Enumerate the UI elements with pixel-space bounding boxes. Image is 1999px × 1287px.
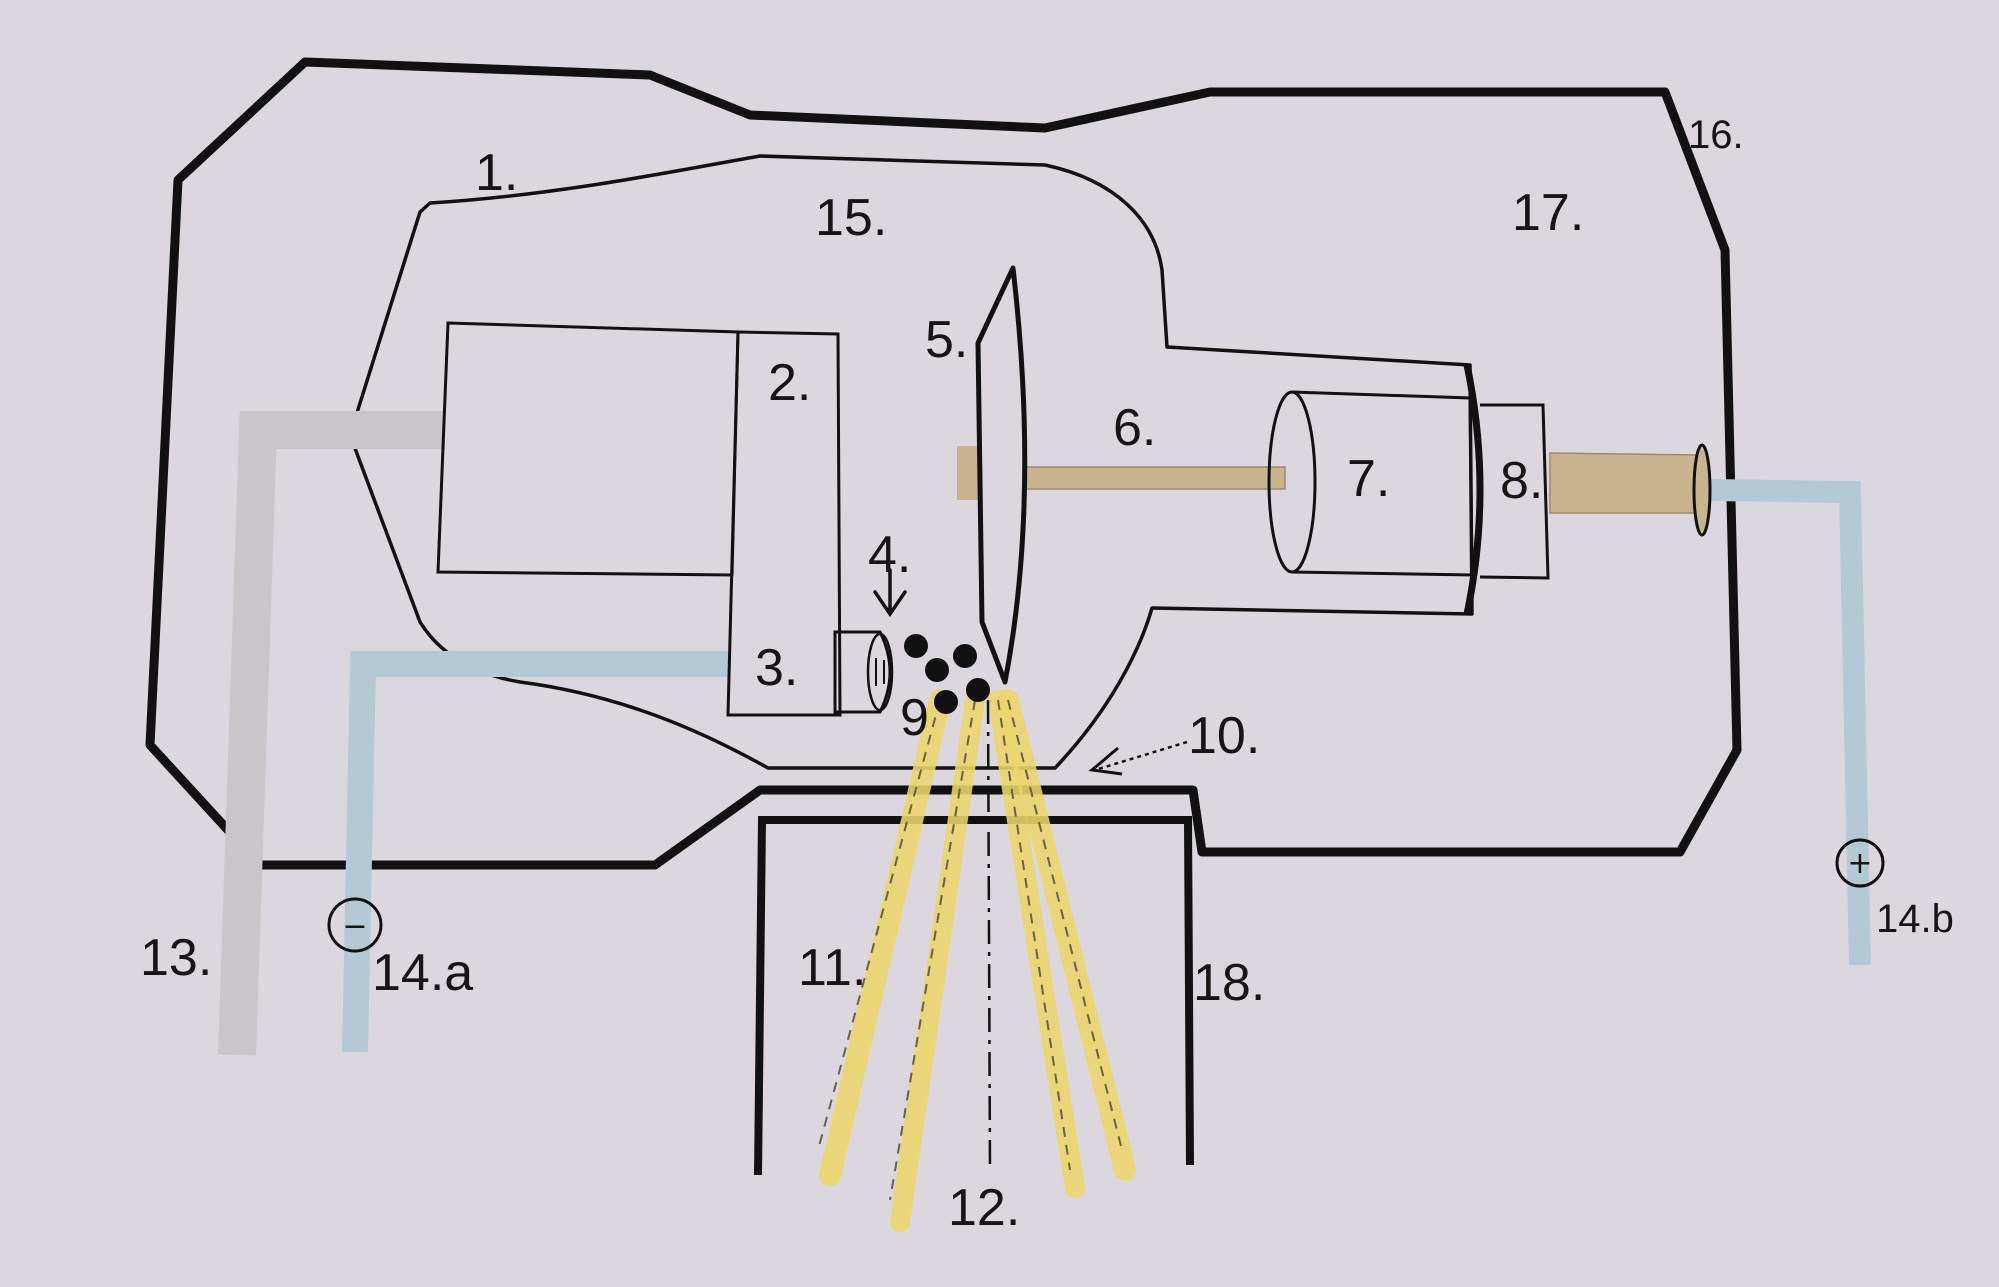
label-7: 7. bbox=[1347, 450, 1390, 508]
label-17: 17. bbox=[1512, 184, 1584, 242]
label-1: 1. bbox=[475, 144, 518, 202]
label-12: 12. bbox=[948, 1179, 1020, 1237]
anode-disc bbox=[975, 265, 1028, 685]
positive-terminal-sign: + bbox=[1847, 846, 1872, 881]
arrow-left-icon bbox=[1088, 746, 1123, 776]
label-14b: 14.b bbox=[1876, 897, 1954, 941]
rotor bbox=[1291, 390, 1474, 577]
electron-5 bbox=[966, 678, 990, 702]
label-16: 16. bbox=[1688, 113, 1744, 157]
beam-edge-2 bbox=[889, 699, 976, 1201]
anode-stem-left bbox=[957, 446, 979, 500]
beam-ray-3 bbox=[988, 690, 1085, 1198]
cathode-cable bbox=[342, 651, 728, 1053]
electron-cloud bbox=[904, 634, 990, 714]
label-9: 9 bbox=[900, 689, 929, 747]
electron-1 bbox=[904, 634, 928, 658]
label-18: 18. bbox=[1193, 954, 1265, 1012]
label-5: 5. bbox=[925, 311, 968, 369]
label-3: 3. bbox=[755, 639, 798, 697]
label-4: 4. bbox=[868, 526, 911, 584]
anode-shaft bbox=[1549, 452, 1701, 514]
bearing-housing bbox=[1479, 403, 1550, 580]
anode-stem bbox=[1019, 466, 1286, 490]
focusing-cup bbox=[833, 630, 892, 714]
label-14a: 14.a bbox=[372, 944, 473, 1002]
cathode-head bbox=[726, 330, 842, 717]
beam-edge-3 bbox=[997, 699, 1071, 1171]
filament-cable bbox=[218, 411, 445, 1056]
arrow-down-icon bbox=[873, 568, 907, 618]
glass-envelope bbox=[348, 154, 1474, 770]
window-pointer-arrow bbox=[1094, 740, 1188, 772]
anode-cable bbox=[1709, 479, 1871, 966]
stator-ring bbox=[1463, 364, 1484, 615]
negative-terminal-sign: − bbox=[342, 909, 367, 944]
x-ray-beam bbox=[817, 689, 1136, 1232]
electron-2 bbox=[925, 658, 949, 682]
central-ray-axis bbox=[986, 699, 992, 1171]
collimator-housing bbox=[754, 816, 1194, 1176]
beam-edge-4 bbox=[1007, 699, 1123, 1151]
rotor-face bbox=[1267, 390, 1317, 574]
electron-4 bbox=[934, 690, 958, 714]
beam-ray-2 bbox=[890, 690, 985, 1232]
negative-terminal-icon bbox=[327, 897, 383, 953]
label-10: 10. bbox=[1188, 707, 1260, 765]
tube-housing bbox=[145, 57, 1742, 870]
positive-terminal-icon bbox=[1835, 838, 1885, 888]
electron-3 bbox=[953, 644, 977, 668]
label-11: 11. bbox=[798, 939, 866, 997]
label-15: 15. bbox=[815, 189, 887, 247]
label-13: 13. bbox=[140, 929, 212, 987]
label-2: 2. bbox=[768, 354, 811, 412]
label-6: 6. bbox=[1113, 399, 1156, 457]
anode-end-plate bbox=[1692, 443, 1712, 537]
beam-ray-1 bbox=[819, 689, 951, 1186]
filament-face bbox=[866, 632, 894, 712]
beam-edge-1 bbox=[817, 699, 941, 1151]
label-8: 8. bbox=[1500, 452, 1543, 510]
